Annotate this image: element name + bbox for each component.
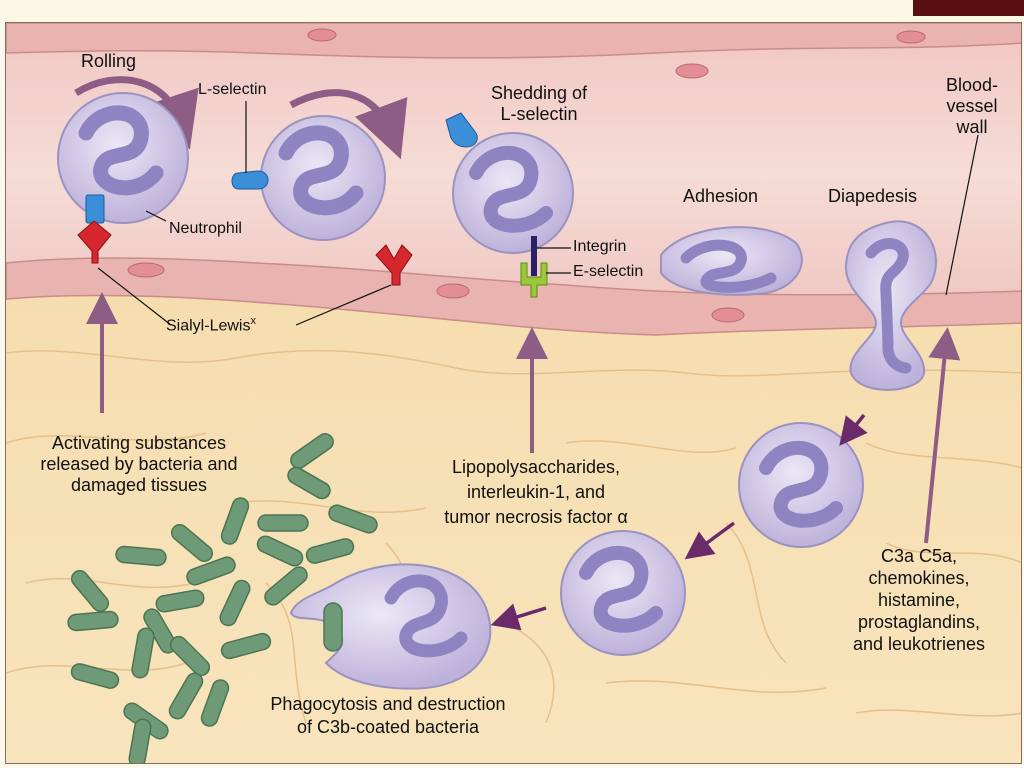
label-l-selectin: L-selectin	[198, 81, 267, 98]
label-adhesion: Adhesion	[683, 186, 759, 206]
label-lipopolysaccharides: Lipopolysaccharides, interleukin-1, and …	[406, 455, 666, 530]
activating-line-2: released by bacteria and	[40, 454, 238, 474]
adhered-neutrophil	[660, 226, 803, 296]
top-strip	[0, 0, 1024, 22]
lps-line-1: Lipopolysaccharides,	[451, 457, 621, 477]
bacteria-cluster	[67, 433, 378, 763]
lps-line-2: interleukin-1, and	[466, 482, 606, 502]
vessel-wall-line-2: vessel	[946, 96, 998, 116]
sialyl-lewis-text: Sialyl-Lewis	[166, 317, 251, 335]
tissue-neutrophil-1	[738, 422, 864, 548]
integrin-molecule	[531, 236, 537, 276]
neutrophil-cell-3	[452, 132, 574, 254]
shed-l-selectin	[445, 112, 478, 148]
chemo-line-3: histamine,	[877, 590, 961, 610]
label-rolling: Rolling	[81, 51, 137, 71]
leader-lines	[97, 101, 979, 326]
chemo-line-1: C3a C5a,	[880, 546, 958, 566]
vessel-wall-lower	[6, 257, 1021, 336]
l-selectin-on-cell	[85, 194, 105, 224]
label-integrin: Integrin	[573, 238, 627, 255]
chemo-line-5: and leukotrienes	[852, 634, 986, 654]
sialyl-lewis-1	[77, 220, 112, 264]
neutrophil-extravasation-figure: Rolling L-selectin Neutrophil Sialyl-Lew…	[5, 22, 1022, 764]
label-e-selectin: E-selectin	[573, 263, 644, 280]
activating-line-3: damaged tissues	[70, 475, 208, 495]
vessel-wall-upper	[6, 23, 1021, 59]
lps-line-3: tumor necrosis factor α	[444, 507, 628, 527]
shedding-line-2: L-selectin	[500, 104, 578, 124]
diapedesis-neutrophil	[844, 220, 937, 391]
activating-line-1: Activating substances	[51, 433, 227, 453]
vessel-wall-line-3: wall	[956, 117, 988, 137]
neutrophil-cell-2	[260, 115, 386, 241]
phago-line-1: Phagocytosis and destruction	[270, 694, 506, 714]
endothelial-nuclei-upper	[307, 28, 926, 79]
chemo-line-4: prostaglandins,	[857, 612, 981, 632]
stimulus-arrows	[86, 292, 961, 544]
migration-arrows	[490, 413, 868, 631]
sialyl-lewis-superscript: x	[250, 315, 256, 327]
sialyl-lewis-2	[375, 244, 413, 286]
tissue-neutrophil-2	[560, 530, 686, 656]
rolling-arrow-2	[289, 89, 408, 160]
endothelial-nuclei-lower	[127, 262, 745, 323]
label-shedding: Shedding of L-selectin	[474, 83, 604, 125]
figure-illustration	[6, 23, 1021, 763]
corner-box	[913, 0, 1024, 16]
l-selectin-free	[231, 170, 269, 190]
label-sialyl-lewis: Sialyl-Lewisx	[166, 315, 256, 335]
e-selectin-molecule	[520, 262, 548, 298]
label-chemotactic-factors: C3a C5a, chemokines, histamine, prostagl…	[824, 545, 1014, 655]
chemo-line-2: chemokines,	[868, 568, 970, 588]
phagocytosing-neutrophil	[289, 563, 492, 690]
label-neutrophil: Neutrophil	[169, 220, 242, 237]
shedding-line-1: Shedding of	[490, 83, 588, 103]
label-phagocytosis: Phagocytosis and destruction of C3b-coat…	[238, 693, 538, 739]
label-activating-substances: Activating substances released by bacter…	[14, 433, 264, 496]
rolling-arrow-1	[74, 76, 199, 150]
label-vessel-wall: Blood- vessel wall	[936, 75, 1008, 138]
neutrophil-cell-1	[57, 92, 189, 224]
label-diapedesis: Diapedesis	[828, 186, 918, 206]
vessel-wall-line-1: Blood-	[945, 75, 999, 95]
phago-line-2: of C3b-coated bacteria	[296, 717, 480, 737]
